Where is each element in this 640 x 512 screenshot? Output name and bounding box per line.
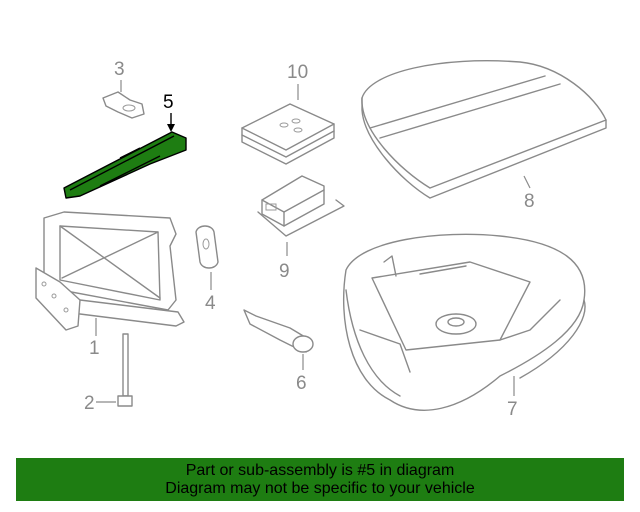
info-banner: Part or sub-assembly is #5 in diagram Di… xyxy=(16,458,624,501)
part-1-jack[interactable] xyxy=(35,211,185,331)
callout-7: 7 xyxy=(507,399,518,420)
callout-4: 4 xyxy=(205,293,216,314)
callout-2: 2 xyxy=(84,393,95,414)
part-5-jack-handle[interactable] xyxy=(63,131,187,199)
part-10-box[interactable] xyxy=(241,103,335,165)
callout-3: 3 xyxy=(114,59,125,80)
callout-8: 8 xyxy=(524,191,535,212)
part-8-cover[interactable] xyxy=(361,60,607,199)
callout-6: 6 xyxy=(296,373,307,394)
part-3-bracket[interactable] xyxy=(102,91,145,119)
part-6-tool[interactable] xyxy=(243,309,314,353)
parts-diagram: 3 5 10 8 9 xyxy=(35,59,607,420)
part-4-bracket[interactable] xyxy=(195,225,219,269)
callout-1: 1 xyxy=(89,338,100,359)
part-7-tray[interactable] xyxy=(343,233,586,411)
part-2-bolt[interactable] xyxy=(117,333,133,407)
arrow-5 xyxy=(167,124,175,132)
banner-line-2: Diagram may not be specific to your vehi… xyxy=(165,480,475,497)
leader-8 xyxy=(523,175,531,189)
callout-10: 10 xyxy=(287,62,308,83)
part-9-pouch[interactable] xyxy=(257,175,345,237)
banner-line-1: Part or sub-assembly is #5 in diagram xyxy=(185,462,455,479)
callout-9: 9 xyxy=(279,261,290,282)
callout-5: 5 xyxy=(163,92,174,113)
